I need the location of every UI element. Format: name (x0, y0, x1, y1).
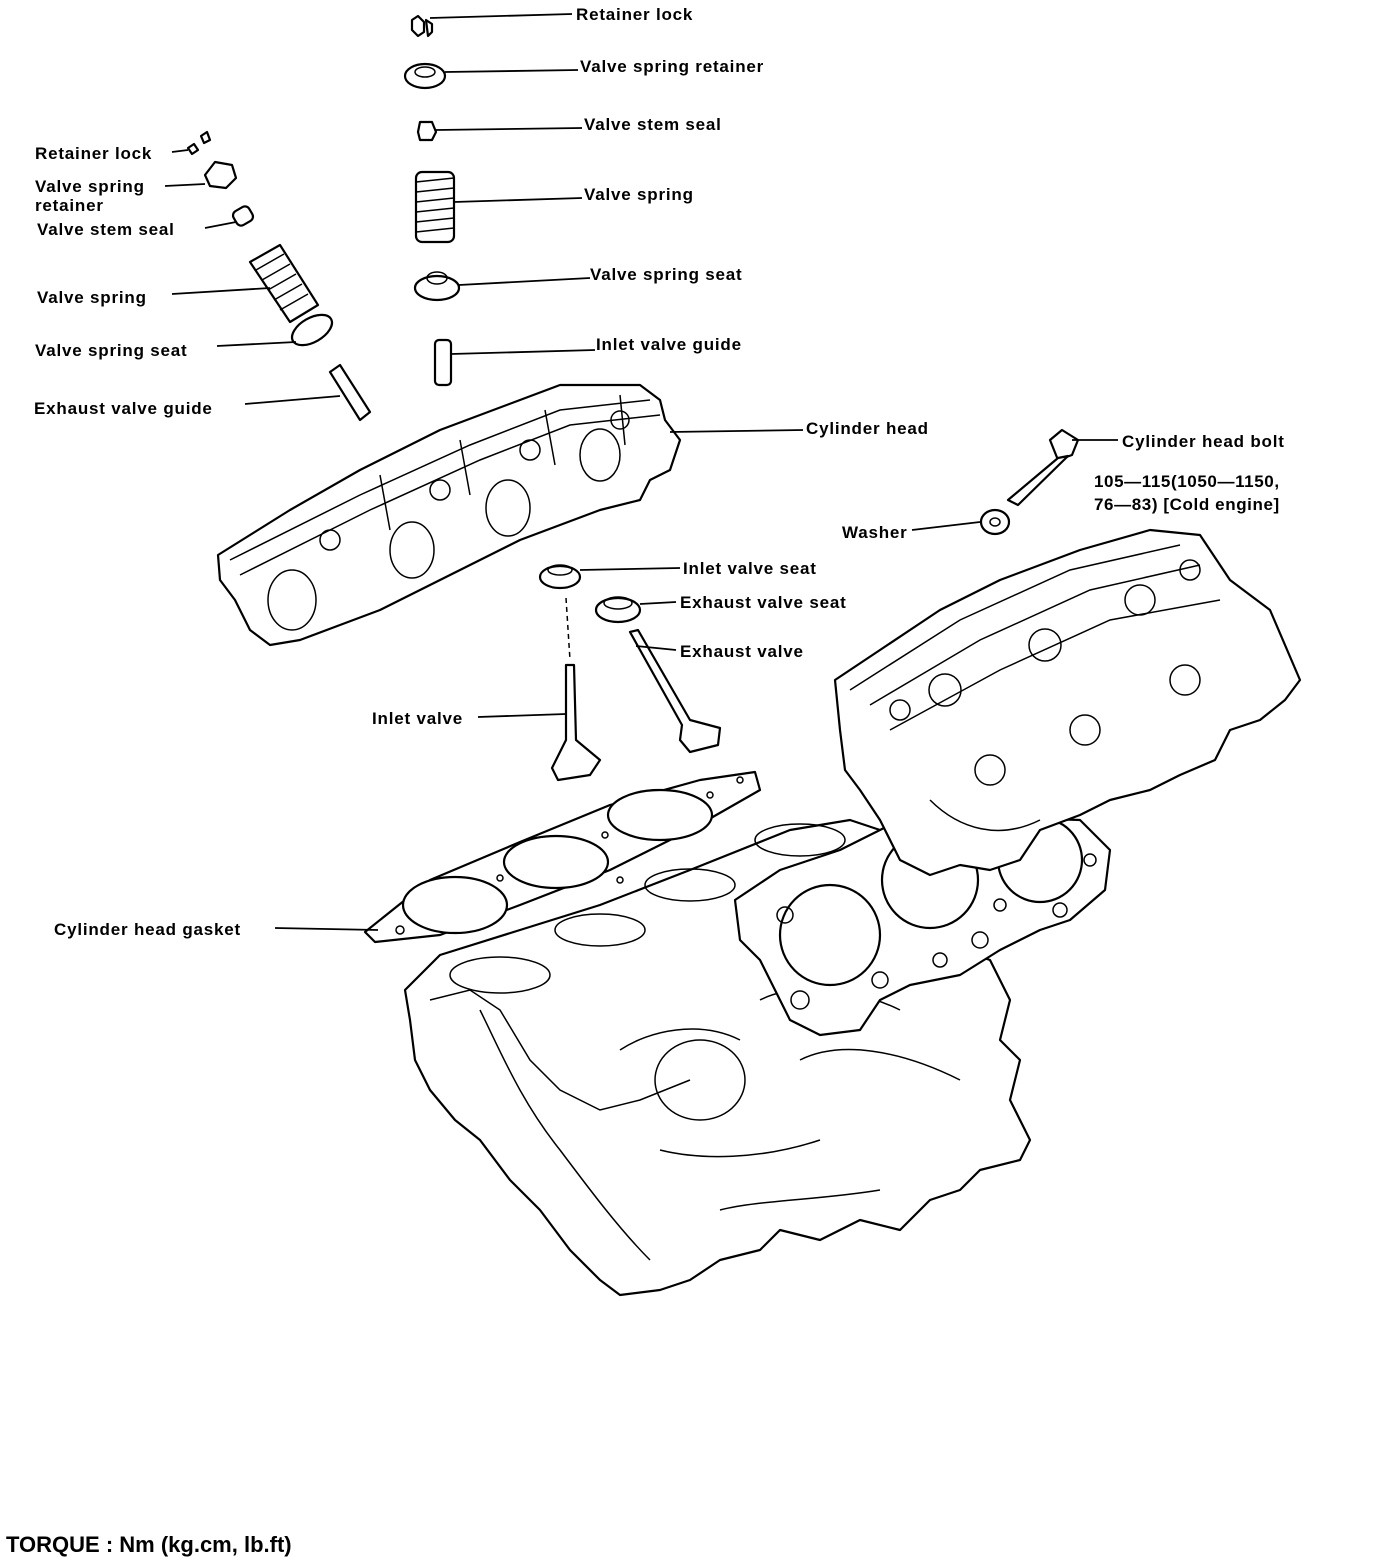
label-exhaust-valve: Exhaust valve (680, 642, 804, 661)
label-inlet-valve: Inlet valve (372, 709, 463, 728)
cylinder-head-right-drawing (833, 528, 1302, 877)
cylinder-head-gasket-drawing (363, 770, 762, 944)
label-left-retainer-lock: Retainer lock (35, 144, 152, 163)
torque-spec-line1: 105—115(1050—1150, (1094, 472, 1280, 491)
label-exhaust-valve-guide: Exhaust valve guide (34, 399, 213, 418)
cylinder-head-left-drawing (216, 383, 682, 647)
label-exhaust-valve-seat: Exhaust valve seat (680, 593, 847, 612)
label-left-valve-spring-retainer-line2: retainer (35, 196, 104, 215)
label-center-valve-spring-retainer: Valve spring retainer (580, 57, 764, 76)
label-cylinder-head-bolt: Cylinder head bolt (1122, 432, 1285, 451)
label-inlet-valve-seat: Inlet valve seat (683, 559, 817, 578)
label-center-valve-stem-seal: Valve stem seal (584, 115, 722, 134)
label-left-valve-spring-retainer-line1: Valve spring (35, 177, 145, 196)
leader-lines (164, 13, 1118, 931)
center-valve-parts-drawing (403, 14, 722, 782)
label-cylinder-head-gasket: Cylinder head gasket (54, 920, 241, 939)
label-inlet-valve-guide: Inlet valve guide (596, 335, 742, 354)
label-cylinder-head: Cylinder head (806, 419, 929, 438)
label-left-valve-spring: Valve spring (37, 288, 147, 307)
label-center-valve-spring-seat: Valve spring seat (590, 265, 743, 284)
label-center-valve-spring: Valve spring (584, 185, 694, 204)
left-valve-parts-drawing (186, 130, 372, 422)
label-left-valve-stem-seal: Valve stem seal (37, 220, 175, 239)
bolt-washer-drawing (979, 428, 1080, 536)
label-center-retainer-lock: Retainer lock (576, 5, 693, 24)
torque-units-footer: TORQUE : Nm (kg.cm, lb.ft) (6, 1532, 292, 1557)
label-washer: Washer (842, 523, 908, 542)
label-left-valve-spring-seat: Valve spring seat (35, 341, 188, 360)
torque-spec-line2: 76—83) [Cold engine] (1094, 495, 1280, 514)
